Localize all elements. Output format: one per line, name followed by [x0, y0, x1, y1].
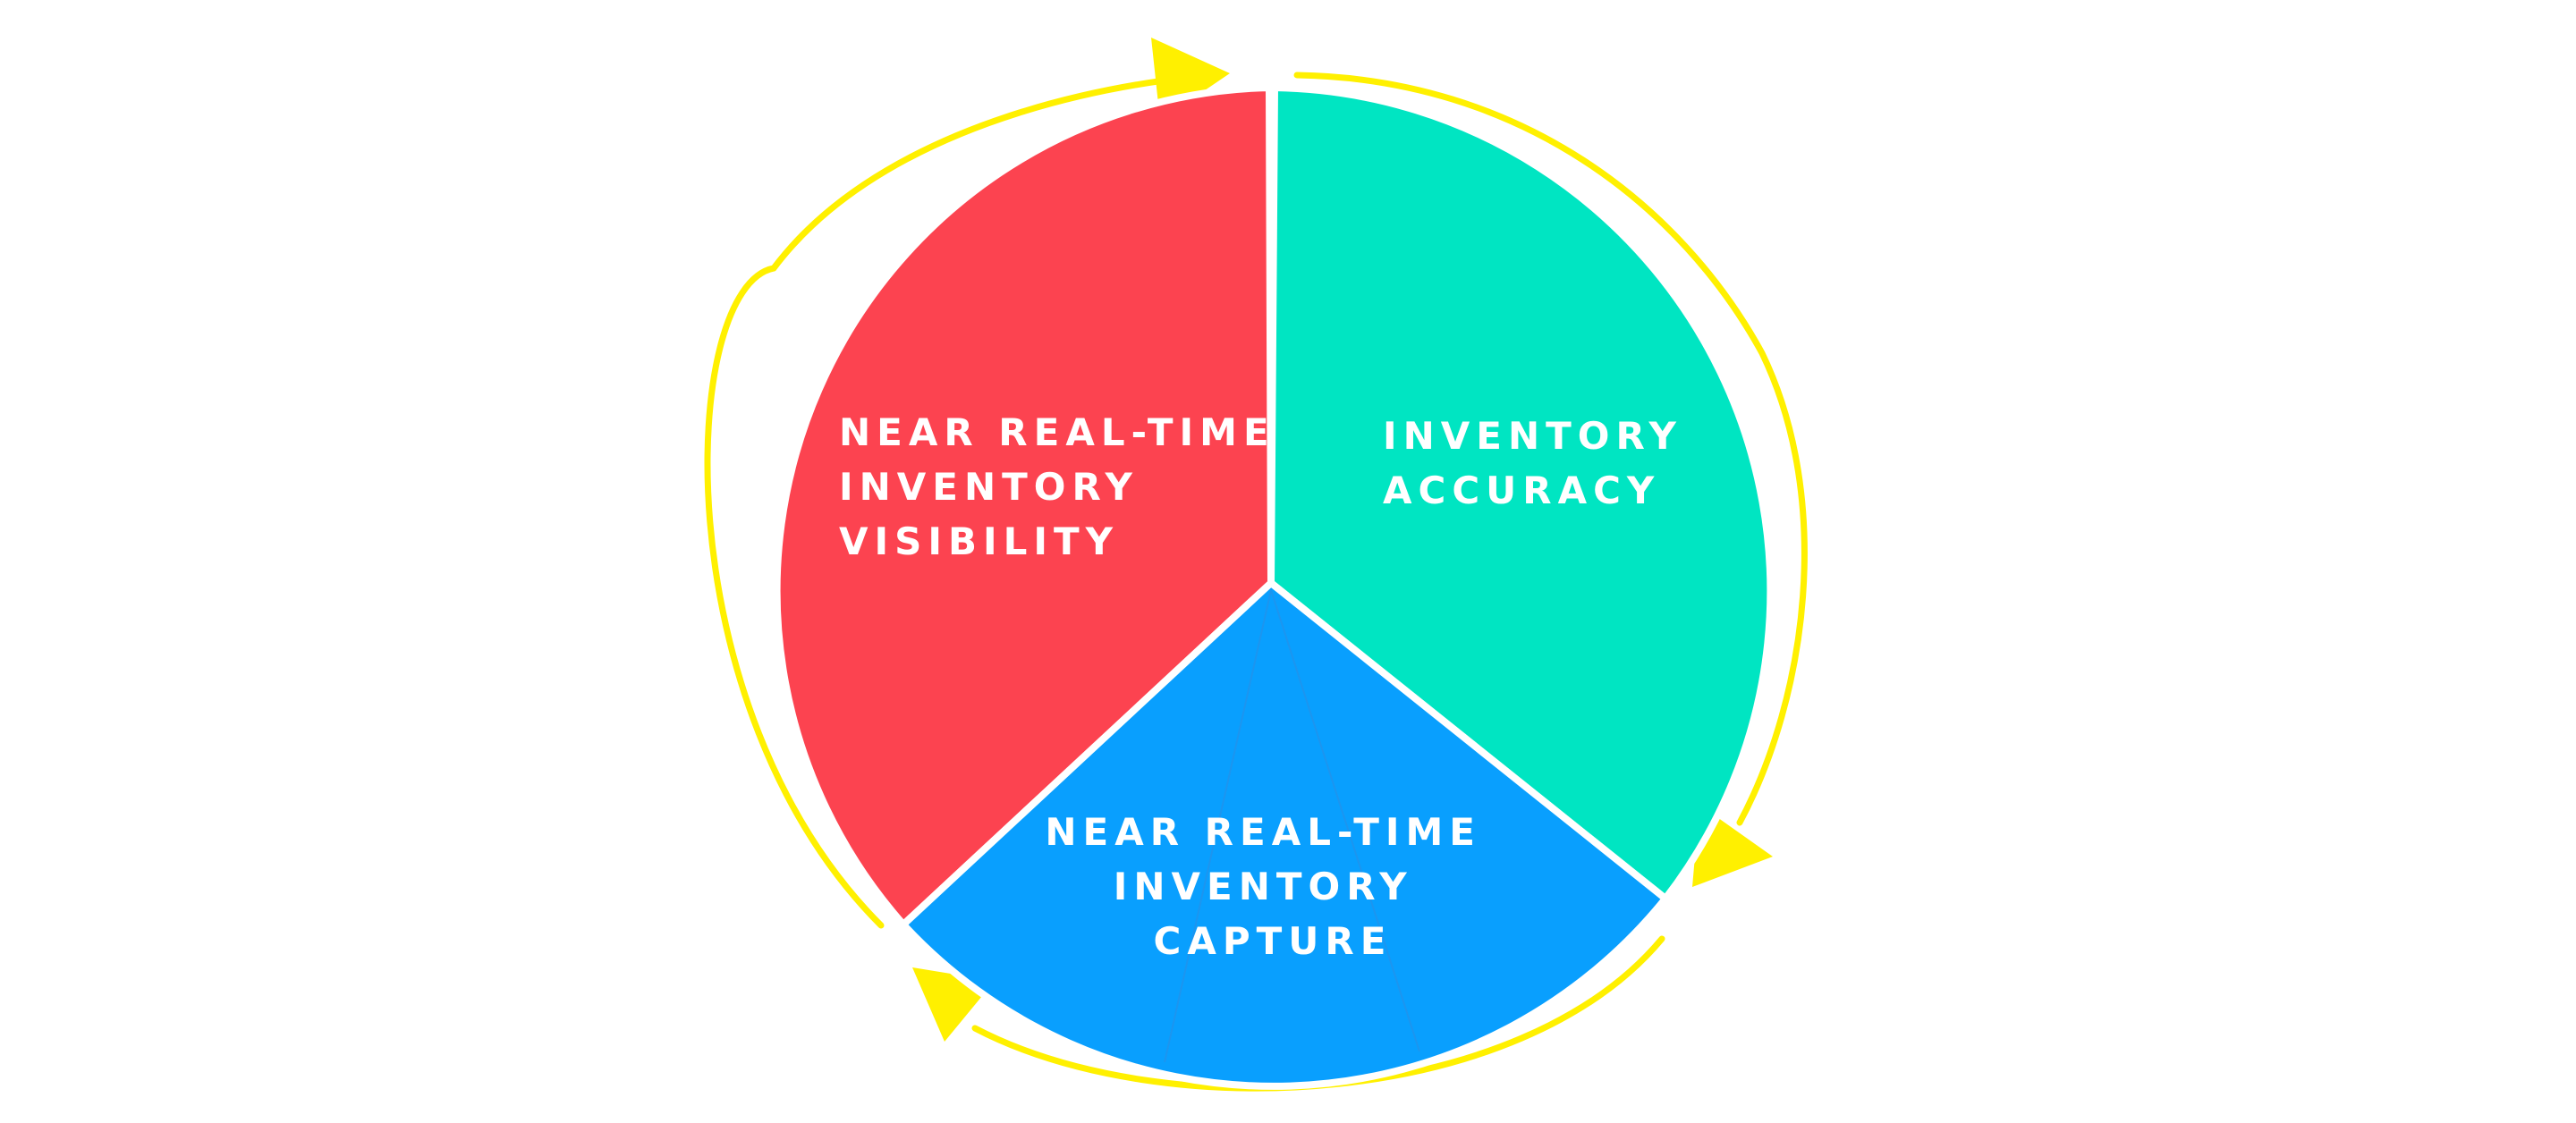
label-visibility-line-1: NEAR REAL-TIME	[839, 410, 1275, 454]
label-visibility: NEAR REAL-TIME INVENTORY VISIBILITY	[839, 410, 1294, 563]
segment-accuracy	[1267, 84, 1775, 902]
segment-capture	[900, 579, 1669, 1090]
label-visibility-line-3: VISIBILITY	[839, 519, 1119, 563]
label-accuracy: INVENTORY ACCURACY	[1383, 414, 1702, 512]
capture-subdividers	[1164, 589, 1420, 1063]
cycle-arc-right	[1293, 72, 1808, 826]
label-accuracy-line-1: INVENTORY	[1383, 414, 1682, 458]
label-accuracy-line-2: ACCURACY	[1383, 469, 1660, 512]
label-visibility-line-2: INVENTORY	[839, 465, 1139, 509]
cycle-arc-top-left	[704, 72, 1211, 929]
capture-divider-right	[1270, 589, 1420, 1052]
label-capture-line-1: NEAR REAL-TIME	[1045, 810, 1481, 854]
label-capture: NEAR REAL-TIME INVENTORY CAPTURE	[1045, 810, 1500, 963]
pie	[773, 84, 1775, 1090]
label-capture-line-3: CAPTURE	[1154, 919, 1393, 963]
capture-divider-left	[1164, 589, 1272, 1063]
segment-visibility	[773, 84, 1275, 928]
label-capture-line-2: INVENTORY	[1114, 865, 1413, 908]
